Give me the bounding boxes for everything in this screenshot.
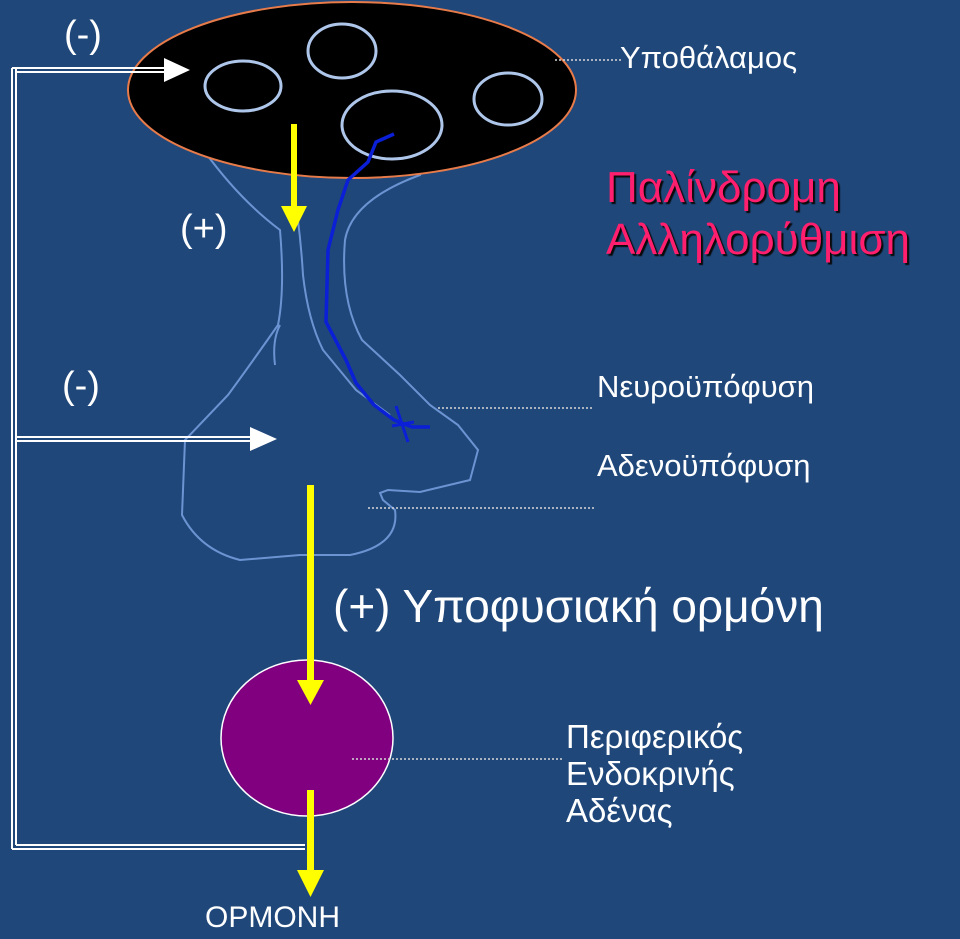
gland-line-3: Αδένας [566,792,673,829]
neuron-cell-2 [306,22,378,80]
yellow-arrow-hypothalamus [281,124,307,232]
peripheral-gland-label: Περιφερικός Ενδοκρινής Αδένας [566,718,743,829]
yellow-arrow-hormone [297,790,324,897]
hypothalamus-ellipse [127,1,577,179]
title-line-1: Παλίνδρομη [606,163,841,212]
negative-sign-top: (-) [64,14,102,56]
adenohypophysis-label: Αδενοϋπόφυση [597,448,811,483]
yellow-arrow-pituitary [297,485,324,705]
nerve-ending [391,405,415,443]
feedback-loop-lines [11,67,305,850]
neuron-cell-4 [472,71,544,127]
gland-line-1: Περιφερικός [566,718,744,755]
pituitary-hormone-label: (+) Υποφυσιακή ορμόνη [333,580,824,632]
negative-sign-mid: (-) [62,365,100,407]
neurohypophysis-label: Νευροϋπόφυση [597,369,815,404]
neuron-cell-3 [340,89,444,161]
feedback-arrowhead-top [164,58,190,82]
neuron-cell-1 [203,59,283,113]
diagram-title: Παλίνδρομη Αλληλορύθμιση [606,162,910,266]
hormone-label: ΟΡΜΟΝΗ [205,901,340,934]
gland-line-2: Ενδοκρινής [566,755,735,792]
pituitary-outline [180,147,480,562]
pituitary-inner-line [291,181,391,416]
leader-lines [352,59,622,760]
nerve-axon [324,132,430,429]
pituitary-inner-line-2 [273,324,281,366]
positive-sign: (+) [180,208,228,250]
title-line-2: Αλληλορύθμιση [606,215,910,264]
hypothalamus-label: Υποθάλαμος [620,40,798,75]
feedback-arrowhead-mid [250,427,277,451]
